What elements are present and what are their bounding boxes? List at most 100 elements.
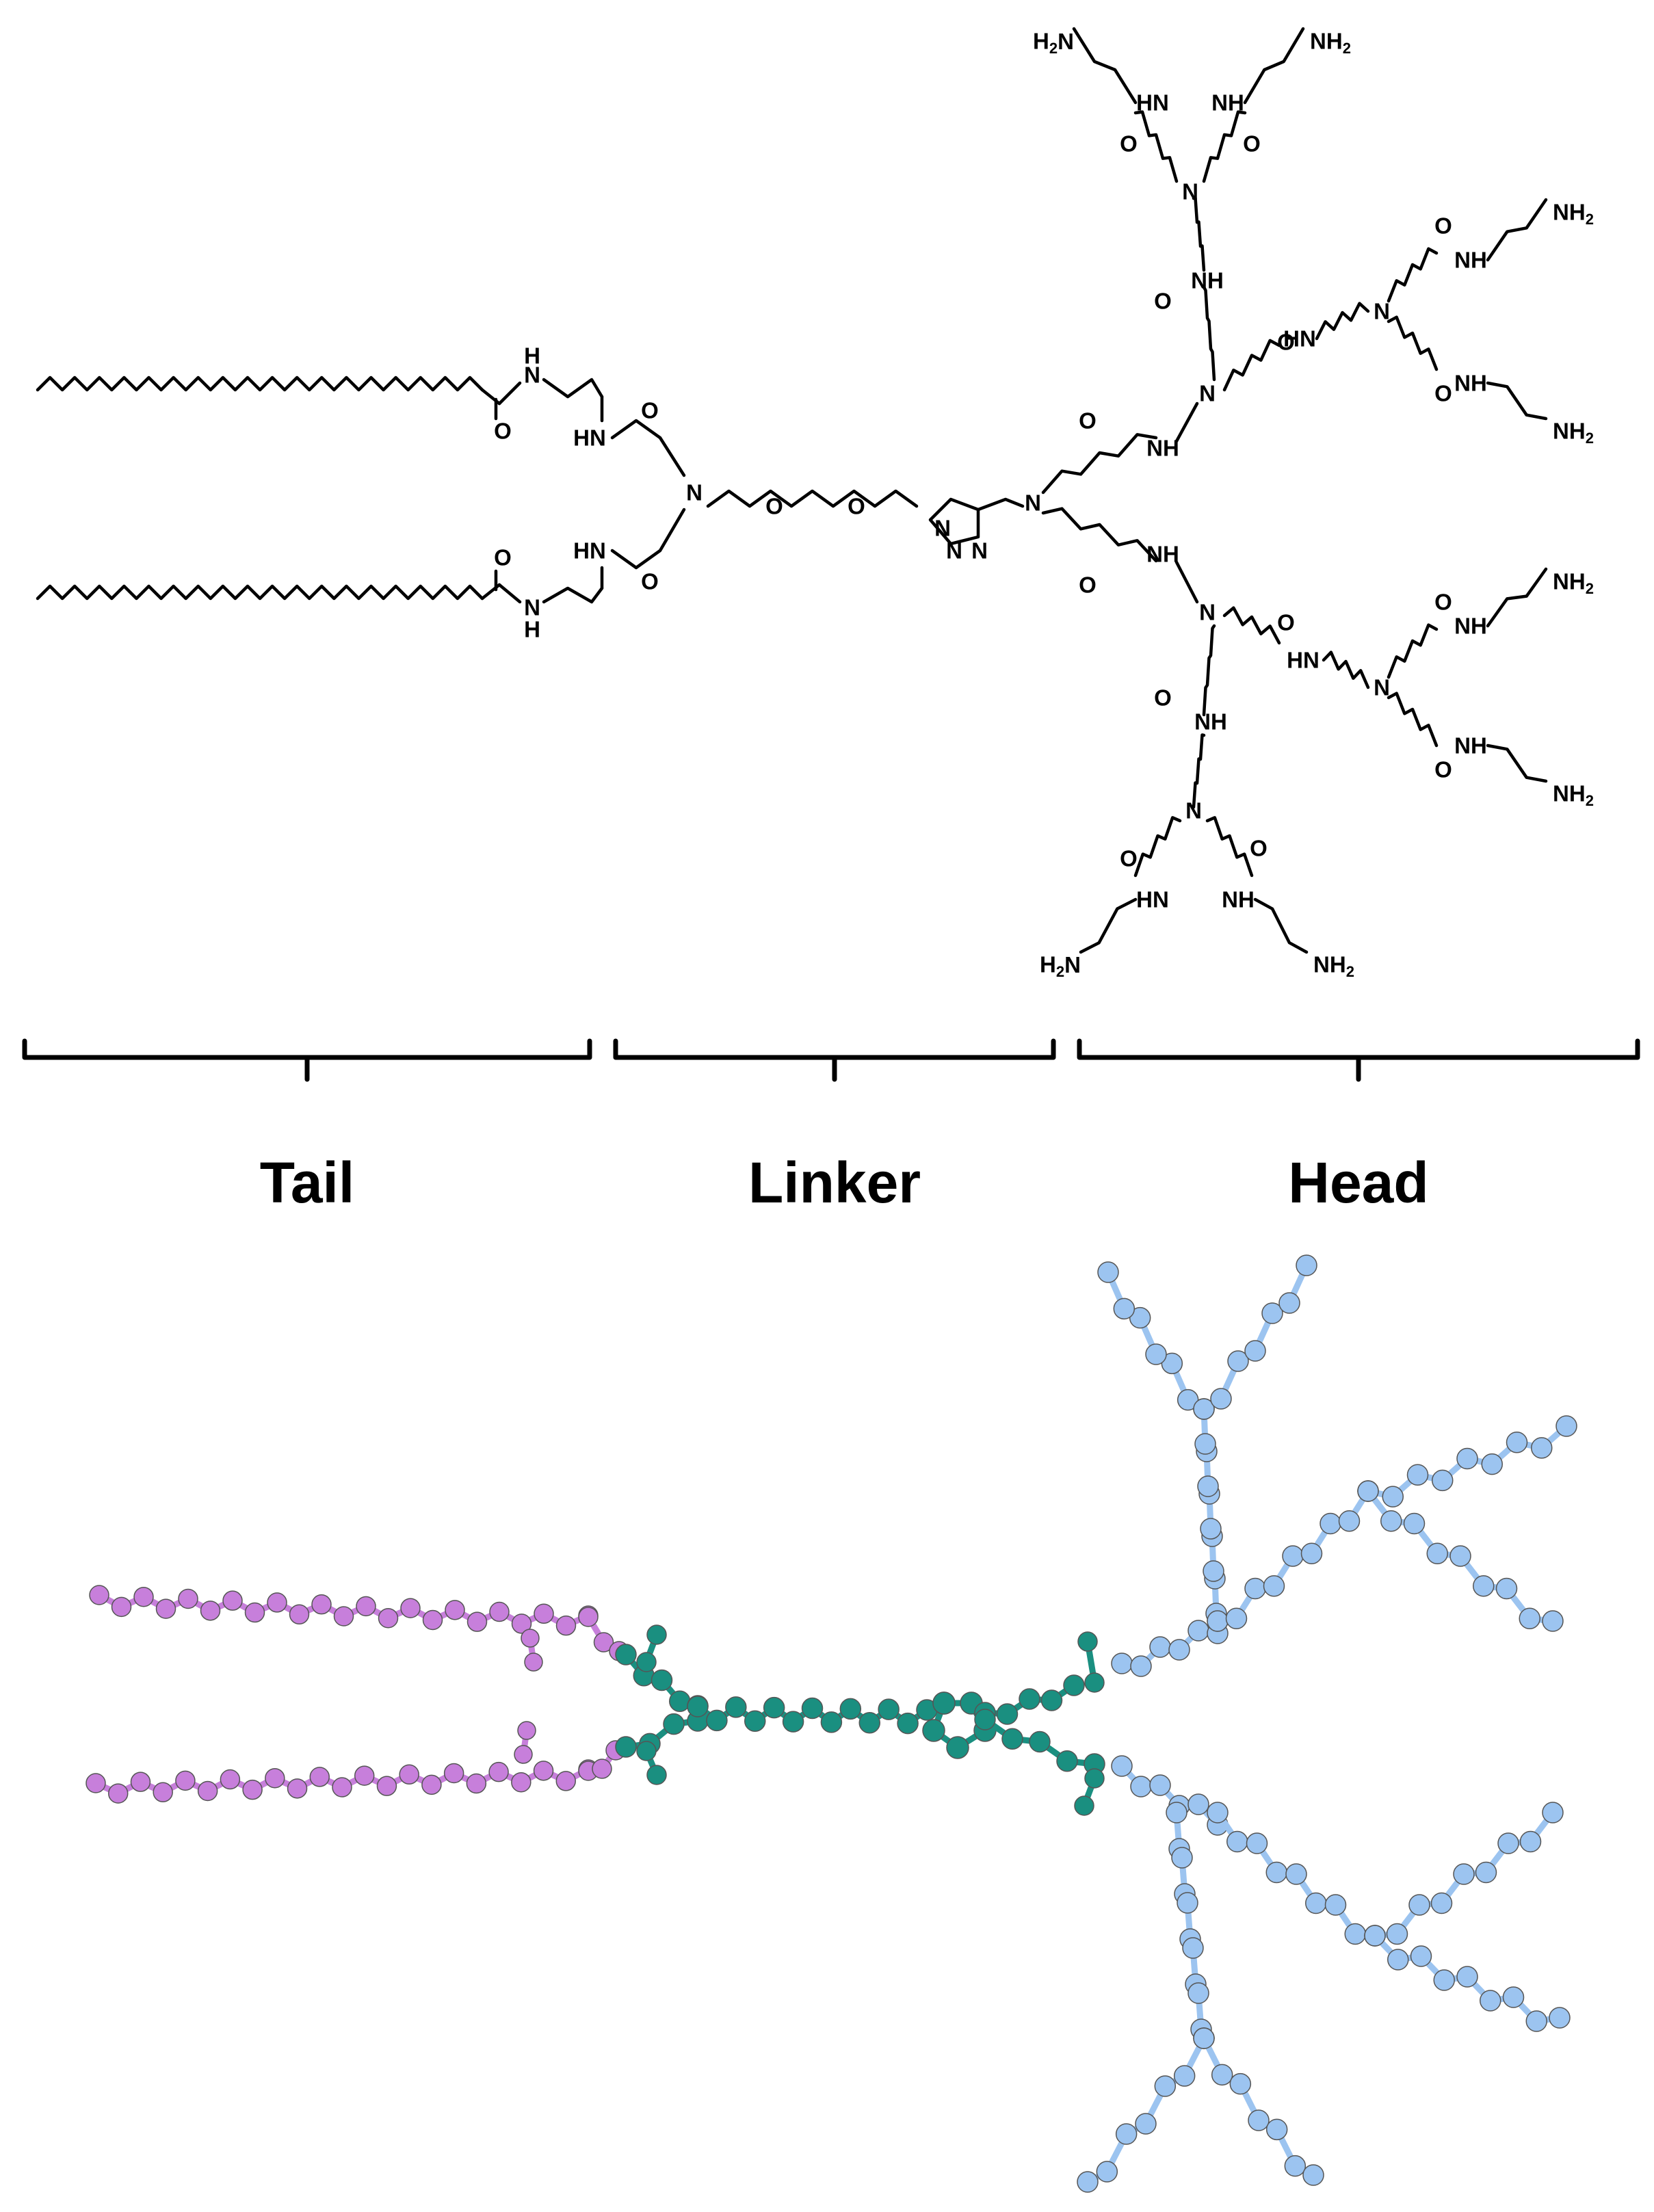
peg-oxygen-2: O bbox=[848, 494, 865, 519]
head-down-right-lower-tip-bead bbox=[1410, 1945, 1432, 1967]
head-down-right-tip-bead bbox=[1211, 2064, 1233, 2086]
linker-down-stub-bead bbox=[646, 1765, 667, 1785]
head-down-stem-bead bbox=[1171, 1847, 1193, 1869]
coarse-grained-model bbox=[86, 1254, 1577, 2193]
terminal-amine-6: NH2 bbox=[1553, 781, 1594, 809]
linker-upper-arm-bead bbox=[669, 1690, 691, 1712]
cg-linker-beads bbox=[615, 1624, 1105, 1816]
linker-up-stub-bead bbox=[646, 1624, 667, 1645]
head-upper-right-oxygen: O bbox=[1277, 330, 1295, 355]
tail-lower-bead bbox=[376, 1776, 397, 1796]
head-up-right-top-bead bbox=[1278, 1292, 1300, 1314]
head-g2-down-link bbox=[1174, 560, 1199, 604]
head-g3-nitrogen-top: N bbox=[1182, 179, 1198, 205]
tail-lower-bead bbox=[332, 1777, 352, 1798]
linker-brace bbox=[613, 1038, 1056, 1082]
lower-propanoyl bbox=[610, 508, 686, 570]
head-up-stem-bead bbox=[1197, 1475, 1219, 1497]
tail-upper-bead bbox=[289, 1604, 310, 1625]
head-up-right-top-bead bbox=[1193, 1398, 1215, 1420]
head-amide-nh-1: NH bbox=[1146, 436, 1179, 461]
head-up-right-top-bead bbox=[1296, 1254, 1317, 1276]
upper-tail-chain bbox=[36, 376, 484, 392]
terminal-amine-1: H2N bbox=[1033, 29, 1074, 57]
tail-upper-bead bbox=[400, 1598, 421, 1618]
tail-upper-end-bead bbox=[578, 1607, 599, 1627]
tail-upper-bead bbox=[555, 1615, 577, 1636]
head-terminal-arm-6 bbox=[1387, 692, 1439, 748]
linker-head-up-bead bbox=[1019, 1688, 1040, 1710]
head-down-right-bead bbox=[1226, 1830, 1248, 1853]
head-terminal-arm-1 bbox=[1133, 110, 1179, 183]
head-down-right-lower-tip-bead bbox=[1480, 1990, 1501, 2012]
tail-upper-bead bbox=[311, 1594, 332, 1615]
head-branch-upper-1 bbox=[1041, 433, 1158, 495]
section-braces bbox=[22, 1038, 1640, 1082]
linker-peg-bead bbox=[897, 1712, 919, 1735]
head-up-right-lower-tip-bead bbox=[1380, 1510, 1402, 1532]
linker-label: Linker bbox=[748, 1150, 921, 1215]
tail-upper-bead bbox=[267, 1592, 287, 1613]
lower-tail-chain bbox=[36, 584, 484, 601]
subscript-two: 2 bbox=[1586, 580, 1594, 597]
linker-triazole-bead bbox=[922, 1719, 945, 1742]
head-down-right-lower-tip-bead bbox=[1549, 2007, 1571, 2029]
head-up-right-bead bbox=[1225, 1607, 1248, 1629]
terminal-amide-3: NH bbox=[1454, 248, 1487, 273]
head-up-right-bead bbox=[1244, 1577, 1266, 1600]
linker-peg-bead bbox=[744, 1710, 766, 1732]
terminal-amide-1: HN bbox=[1136, 90, 1169, 116]
tail-upper-bead bbox=[378, 1607, 399, 1629]
triazole-n1: N bbox=[934, 516, 951, 541]
linker-peg-bead bbox=[763, 1696, 785, 1719]
head-up-right-lower-tip-bead bbox=[1426, 1542, 1448, 1564]
head-g3-nitrogen-right-lower: N bbox=[1374, 675, 1390, 700]
terminal-amide-2: NH bbox=[1211, 90, 1244, 116]
terminal-oxygen-8: O bbox=[1250, 836, 1268, 861]
terminal-oxygen-1: O bbox=[1120, 131, 1138, 157]
tail-upper-side-bead bbox=[524, 1653, 543, 1672]
terminal-oxygen-5: O bbox=[1434, 590, 1452, 615]
linker-head-up-stub-bead bbox=[1084, 1672, 1105, 1693]
linker-peg-bead bbox=[839, 1698, 862, 1720]
head-up-stem-bead bbox=[1203, 1560, 1224, 1582]
head-up-right-upper-tip-bead bbox=[1531, 1437, 1553, 1459]
head-lower-stem-2 bbox=[1192, 733, 1206, 809]
tail-lower-bead bbox=[466, 1773, 487, 1794]
terminal-ethyl-1 bbox=[1072, 27, 1138, 105]
head-up-right-top-bead bbox=[1210, 1388, 1232, 1410]
head-down-right-bead bbox=[1305, 1892, 1327, 1914]
linker-upper-arm-bead bbox=[651, 1669, 673, 1691]
linker-down-stub-bead bbox=[636, 1741, 657, 1761]
tail-lower-bead bbox=[287, 1778, 308, 1799]
head-oxygen-1: O bbox=[1079, 408, 1097, 434]
lower-tail-carbonyl-oxygen: O bbox=[494, 545, 512, 570]
tail-lower-bead bbox=[443, 1763, 464, 1784]
head-up-right-top-bead bbox=[1261, 1302, 1283, 1324]
tail-upper-bead bbox=[178, 1588, 198, 1609]
linker-up-stub-bead bbox=[636, 1652, 657, 1672]
linker-peg-bead bbox=[820, 1711, 843, 1733]
head-arm-down-bead bbox=[1111, 1755, 1133, 1777]
head-up-right-upper-tip-bead bbox=[1506, 1432, 1528, 1453]
head-down-right-bead bbox=[1265, 1861, 1287, 1884]
terminal-amide-8: NH bbox=[1222, 887, 1255, 912]
linker-head-down-bead bbox=[974, 1709, 996, 1730]
tail-lower-bead bbox=[533, 1761, 554, 1781]
head-g2-up-link bbox=[1174, 401, 1199, 443]
tail-branch-nitrogen: N bbox=[686, 480, 703, 505]
triazole-n2: N bbox=[946, 538, 962, 564]
head-down-right-bead bbox=[1207, 1802, 1229, 1823]
linker-lower-arm-bead bbox=[615, 1736, 637, 1758]
tail-brace bbox=[22, 1038, 592, 1082]
tail-lower-end-bead bbox=[592, 1759, 612, 1779]
linker-head-down-bead bbox=[1056, 1750, 1078, 1772]
terminal-ethyl-3 bbox=[1486, 198, 1548, 262]
head-terminal-arm-2 bbox=[1202, 110, 1247, 183]
head-up-right-lower-tip-bead bbox=[1403, 1512, 1426, 1535]
head-lower-stem bbox=[1202, 624, 1216, 717]
tail-upper-bead bbox=[422, 1609, 443, 1631]
head-up-right-upper-tip-bead bbox=[1382, 1486, 1404, 1507]
